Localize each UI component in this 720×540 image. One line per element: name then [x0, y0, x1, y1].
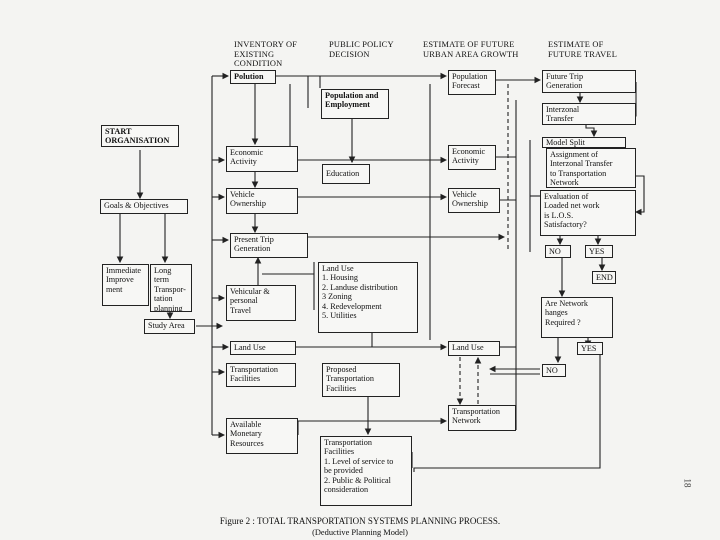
figure-caption: Figure 2 : TOTAL TRANSPORTATION SYSTEMS …	[219, 516, 501, 526]
land-use-box: Land Use	[230, 341, 296, 355]
evaluation-box: Evaluation of Loaded net work is L.O.S. …	[540, 190, 636, 236]
study-area-box: Study Area	[144, 319, 195, 334]
network-changes-box: Are Network hanges Required ?	[541, 297, 613, 338]
no-box-1: NO	[545, 245, 571, 258]
future-trip-generation-box: Future Trip Generation	[542, 70, 636, 93]
polution-box: Polution	[230, 70, 276, 84]
header-policy: PUBLIC POLICY DECISION	[329, 40, 394, 59]
vehicular-personal-travel-box: Vehicular & personal Travel	[226, 285, 296, 321]
header-travel: ESTIMATE OF FUTURE TRAVEL	[548, 40, 618, 59]
yes-box-2: YES	[577, 342, 603, 355]
interzonal-transfer-box: Interzonal Transfer	[542, 103, 636, 125]
start-organisation-box: START ORGANISATION	[101, 125, 179, 147]
present-trip-generation-box: Present Trip Generation	[230, 233, 308, 258]
model-split-box: Model Split	[542, 137, 626, 148]
goals-objectives-box: Goals & Objectives	[100, 199, 188, 214]
population-employment-box: Population and Employment	[321, 89, 389, 119]
transportation-network-box: Transportation Network	[448, 405, 516, 431]
header-inventory: INVENTORY OF EXISTING CONDITION	[234, 40, 298, 69]
no-box-2: NO	[542, 364, 566, 377]
future-land-use-box: Land Use	[448, 341, 500, 356]
future-vehicle-ownership-box: Vehicle Ownership	[448, 188, 500, 213]
proposed-transportation-facilities-box: Proposed Transportation Facilities	[322, 363, 400, 397]
transportation-facilities-service-box: Transportation Facilities 1. Level of se…	[320, 436, 412, 506]
transportation-facilities-box: Transportation Facilities	[226, 363, 296, 387]
population-forecast-box: Population Forecast	[448, 70, 496, 95]
long-term-planning-box: Long term Transpor- tation planning	[150, 264, 192, 312]
future-economic-activity-box: Economic Activity	[448, 145, 496, 170]
assignment-box: Assignment of Interzonal Transfer to Tra…	[546, 148, 636, 188]
land-use-list-box: Land Use 1. Housing 2. Landuse distribut…	[318, 262, 418, 333]
immediate-improvement-box: Immediate Improve ment	[102, 264, 149, 306]
header-growth: ESTIMATE OF FUTURE URBAN AREA GROWTH	[423, 40, 519, 59]
yes-box-1: YES	[585, 245, 613, 258]
available-monetary-resources-box: Available Monetary Resources	[226, 418, 298, 454]
vehicle-ownership-box: Vehicle Ownership	[226, 188, 298, 214]
page-number: 18	[682, 478, 693, 488]
figure-subtitle: (Deductive Planning Model)	[312, 528, 408, 537]
economic-activity-box: Economic Activity	[226, 146, 298, 172]
end-box: END	[592, 271, 616, 284]
education-box: Education	[322, 164, 370, 184]
